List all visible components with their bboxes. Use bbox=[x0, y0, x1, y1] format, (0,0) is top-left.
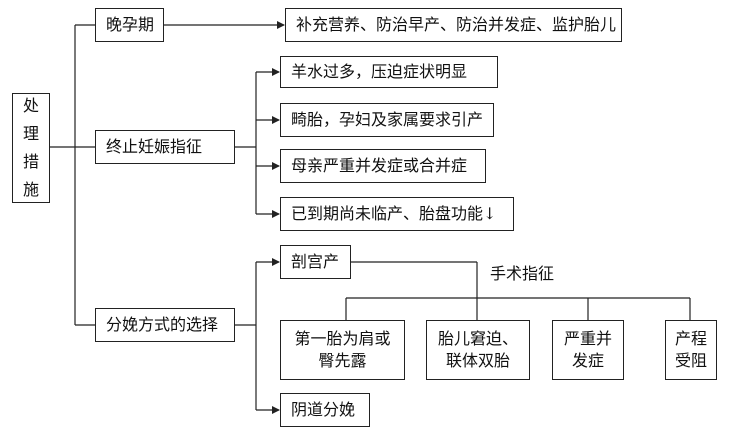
termination-item-text: 母亲严重并发症或合并症 bbox=[291, 156, 468, 175]
indication-box: 胎儿窘迫、 联体双胎 bbox=[426, 320, 530, 380]
indication-line: 发症 bbox=[571, 351, 604, 370]
indication-box: 严重并 发症 bbox=[552, 320, 624, 380]
vaginal-delivery-label: 阴道分娩 bbox=[291, 400, 356, 419]
late-pregnancy-label: 晚孕期 bbox=[106, 15, 155, 34]
termination-label: 终止妊娠指征 bbox=[106, 137, 203, 156]
surgery-indication-title: 手术指征 bbox=[490, 264, 555, 283]
late-pregnancy-detail-text: 补充营养、防治早产、防治并发症、监护胎儿 bbox=[296, 15, 617, 34]
root-node: 处 理 措 施 bbox=[12, 93, 50, 203]
termination-node: 终止妊娠指征 bbox=[95, 130, 235, 164]
termination-item: 羊水过多，压迫症状明显 bbox=[280, 56, 498, 88]
indication-line: 胎儿窘迫、 bbox=[437, 329, 518, 348]
indication-box: 产程 受阻 bbox=[665, 320, 717, 380]
cesarean-node: 剖宫产 bbox=[280, 245, 351, 279]
indication-line: 严重并 bbox=[563, 329, 612, 348]
termination-item: 已到期尚未临产、胎盘功能↓ bbox=[280, 197, 514, 231]
root-char: 施 bbox=[22, 180, 39, 199]
late-pregnancy-detail: 补充营养、防治早产、防治并发症、监护胎儿 bbox=[285, 8, 622, 42]
root-char: 措 bbox=[22, 152, 39, 171]
indication-line: 联体双胎 bbox=[445, 351, 510, 370]
indication-line: 第一胎为肩或 bbox=[294, 329, 391, 348]
termination-item-text: 畸胎，孕妇及家属要求引产 bbox=[291, 110, 484, 129]
cesarean-label: 剖宫产 bbox=[291, 252, 340, 271]
late-pregnancy-node: 晚孕期 bbox=[95, 8, 164, 42]
termination-item-text: 已到期尚未临产、胎盘功能↓ bbox=[291, 204, 497, 223]
termination-item-text: 羊水过多，压迫症状明显 bbox=[291, 62, 468, 81]
indication-line: 臀先露 bbox=[318, 351, 367, 370]
indication-line: 产程 bbox=[674, 329, 707, 348]
delivery-choice-label: 分娩方式的选择 bbox=[106, 315, 219, 334]
vaginal-delivery-node: 阴道分娩 bbox=[280, 393, 370, 427]
delivery-choice-node: 分娩方式的选择 bbox=[95, 308, 235, 342]
indication-line: 受阻 bbox=[674, 351, 707, 370]
root-char: 处 bbox=[22, 96, 39, 115]
indication-box: 第一胎为肩或 臀先露 bbox=[280, 320, 405, 380]
termination-item: 畸胎，孕妇及家属要求引产 bbox=[280, 103, 494, 137]
termination-item: 母亲严重并发症或合并症 bbox=[280, 149, 486, 183]
root-char: 理 bbox=[22, 124, 39, 143]
